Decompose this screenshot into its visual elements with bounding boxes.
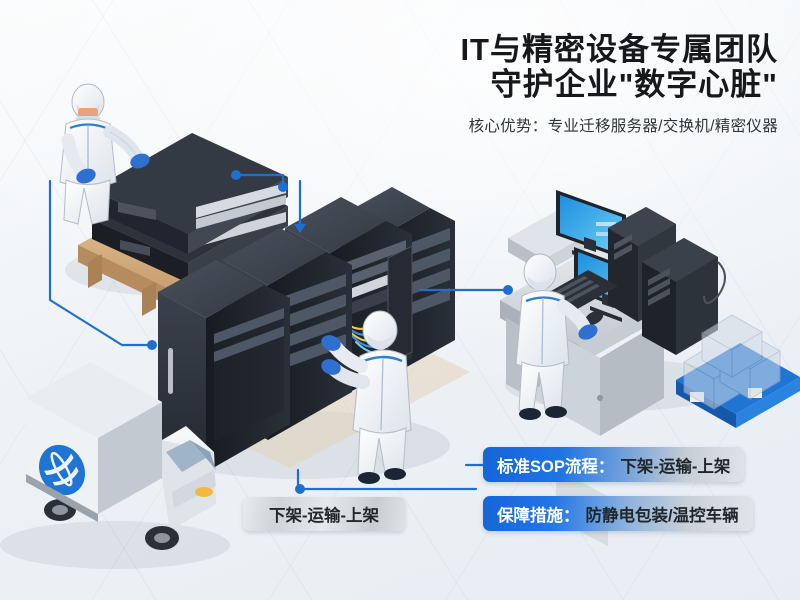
headline-line-2: 守护企业"数字心脏" — [490, 67, 778, 103]
headline-line-1: IT与精密设备专属团队 — [460, 32, 778, 67]
callout-guarantee-label: 保障措施： — [497, 506, 580, 525]
callout-sop-label: 标准SOP流程： — [497, 457, 615, 476]
callout-guarantee-value: 防静电包装/温控车辆 — [585, 506, 739, 525]
callout-sop: 标准SOP流程： 下架-运输-上架 — [483, 447, 745, 482]
process-pill-text: 下架-运输-上架 — [269, 507, 379, 525]
callout-guarantee: 保障措施： 防静电包装/温控车辆 — [483, 496, 753, 531]
headline-subtitle: 核心优势：专业迁移服务器/交换机/精密仪器 — [468, 117, 778, 135]
process-pill: 下架-运输-上架 — [243, 497, 405, 531]
workstation-group — [500, 190, 800, 547]
headline-block: IT与精密设备专属团队 守护企业"数字心脏" 核心优势：专业迁移服务器/交换机/… — [460, 32, 778, 136]
callout-sop-value: 下架-运输-上架 — [620, 457, 731, 476]
